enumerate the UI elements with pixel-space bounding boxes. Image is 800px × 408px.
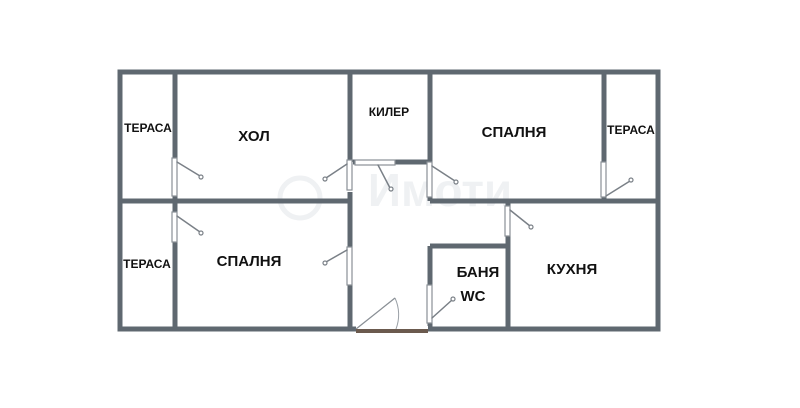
label-terrace-bottom-left: ТЕРАСА bbox=[123, 257, 171, 271]
door-bedroom-terrace bbox=[600, 161, 634, 198]
door-terrace-hall bbox=[171, 157, 204, 197]
doors bbox=[171, 157, 634, 333]
door-terrace-bedroom bbox=[171, 211, 204, 243]
room-labels: ТЕРАСА ХОЛ КИЛЕР СПАЛНЯ ТЕРАСА ТЕРАСА СП… bbox=[123, 105, 655, 305]
label-terrace-top-right: ТЕРАСА bbox=[607, 123, 655, 137]
entrance-door bbox=[355, 297, 428, 333]
door-hall-corridor bbox=[322, 159, 353, 191]
label-bedroom-bottom: СПАЛНЯ bbox=[217, 253, 282, 270]
watermark: Имоти bbox=[277, 164, 512, 221]
label-terrace-top-left: ТЕРАСА bbox=[124, 121, 172, 135]
label-bedroom-top: СПАЛНЯ bbox=[482, 124, 547, 141]
door-kitchen bbox=[504, 205, 534, 237]
door-corridor-bedroom bbox=[426, 161, 459, 198]
door-pantry bbox=[354, 159, 396, 192]
label-wc: WC bbox=[461, 288, 486, 305]
label-kitchen: КУХНЯ bbox=[547, 261, 597, 278]
label-bathroom: БАНЯ bbox=[457, 264, 500, 281]
label-hall: ХОЛ bbox=[238, 128, 269, 145]
door-bedroom-corridor bbox=[322, 246, 353, 286]
door-bathroom bbox=[426, 284, 456, 324]
label-pantry: КИЛЕР bbox=[369, 105, 409, 119]
